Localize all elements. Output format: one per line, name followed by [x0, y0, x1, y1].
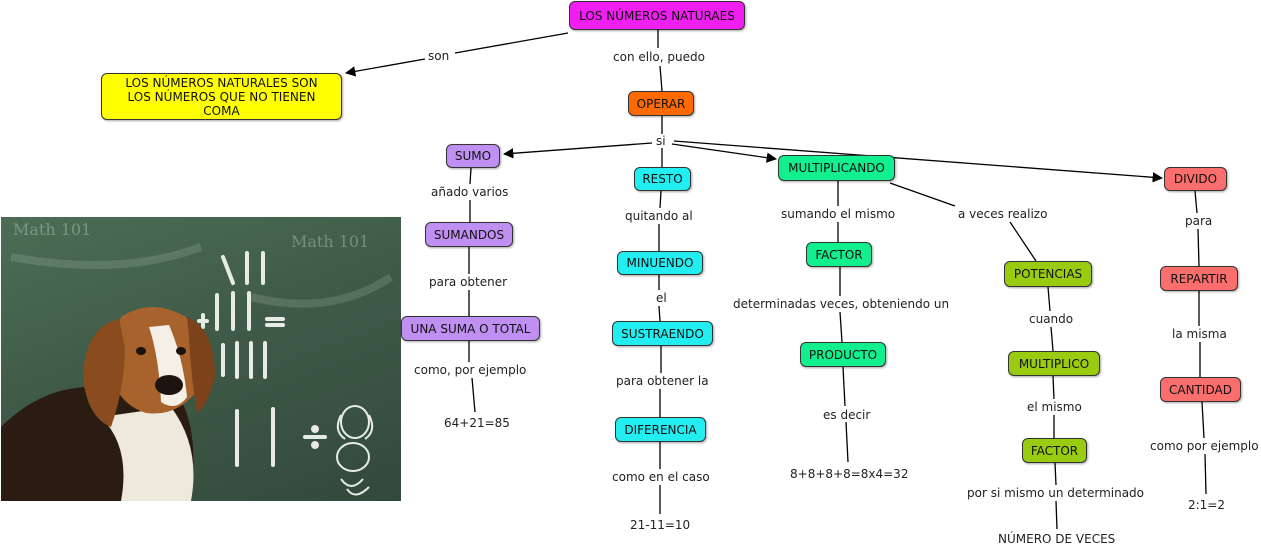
label-numero-de-veces: NÚMERO DE VECES	[996, 532, 1118, 546]
label-como-en-el-caso: como en el caso	[610, 470, 712, 484]
label-el: el	[654, 291, 669, 305]
node-repartir[interactable]: REPARTIR	[1160, 266, 1238, 291]
node-multiplicando[interactable]: MULTIPLICANDO	[778, 155, 895, 181]
chalk-text-left: Math 101	[13, 220, 91, 239]
example-suma: 64+21=85	[442, 416, 512, 430]
example-mult: 8+8+8+8=8x4=32	[788, 467, 911, 481]
label-son: son	[426, 49, 452, 63]
node-suma-total[interactable]: UNA SUMA O TOTAL	[401, 316, 540, 341]
label-quitando-al: quitando al	[623, 209, 695, 223]
chalkboard-illustration: Math 101 Math 101	[1, 220, 394, 501]
node-divido[interactable]: DIVIDO	[1164, 167, 1227, 191]
node-definition[interactable]: LOS NÚMEROS NATURALES SON LOS NÚMEROS QU…	[101, 73, 342, 120]
example-div: 2:1=2	[1186, 498, 1228, 512]
node-operar[interactable]: OPERAR	[628, 91, 694, 116]
label-la-misma: la misma	[1170, 327, 1229, 341]
node-minuendo[interactable]: MINUENDO	[617, 251, 703, 275]
node-resto[interactable]: RESTO	[634, 167, 691, 191]
label-para: para	[1183, 214, 1215, 228]
label-anado-varios: añado varios	[429, 185, 511, 199]
label-el-mismo: el mismo	[1025, 400, 1084, 414]
label-es-decir: es decir	[821, 408, 873, 422]
label-a-veces-realizo: a veces realizo	[956, 207, 1050, 221]
node-factor-1[interactable]: FACTOR	[806, 242, 872, 267]
chalk-text-right: Math 101	[291, 232, 369, 251]
node-root[interactable]: LOS NÚMEROS NATURAES	[569, 1, 745, 30]
node-sumandos[interactable]: SUMANDOS	[425, 222, 513, 247]
label-por-si-mismo: por si mismo un determinado	[965, 486, 1147, 500]
label-como-por-ejemplo: como, por ejemplo	[412, 363, 529, 377]
node-diferencia[interactable]: DIFERENCIA	[615, 417, 706, 442]
beagle-dog	[1, 307, 215, 501]
node-cantidad[interactable]: CANTIDAD	[1160, 377, 1241, 402]
label-para-obtener: para obtener	[427, 275, 510, 289]
node-potencias[interactable]: POTENCIAS	[1004, 261, 1092, 287]
node-sustraendo[interactable]: SUSTRAENDO	[612, 321, 713, 346]
example-resta: 21-11=10	[628, 518, 693, 532]
beagle-chalkboard-photo: Math 101 Math 101	[1, 217, 401, 501]
label-sumando-el-mismo: sumando el mismo	[779, 207, 898, 221]
label-con-ello: con ello, puedo	[611, 50, 707, 64]
node-factor-2[interactable]: FACTOR	[1022, 438, 1087, 463]
label-si: si	[654, 134, 668, 148]
node-sumo[interactable]: SUMO	[446, 144, 500, 168]
label-cuando: cuando	[1027, 312, 1076, 326]
node-producto[interactable]: PRODUCTO	[800, 342, 886, 367]
label-como-por-ejemplo-2: como por ejemplo	[1148, 439, 1261, 453]
node-multiplico[interactable]: MULTIPLICO	[1008, 351, 1100, 376]
label-para-obtener-la: para obtener la	[614, 374, 711, 388]
label-determinadas-veces: determinadas veces, obteniendo un	[731, 297, 952, 311]
